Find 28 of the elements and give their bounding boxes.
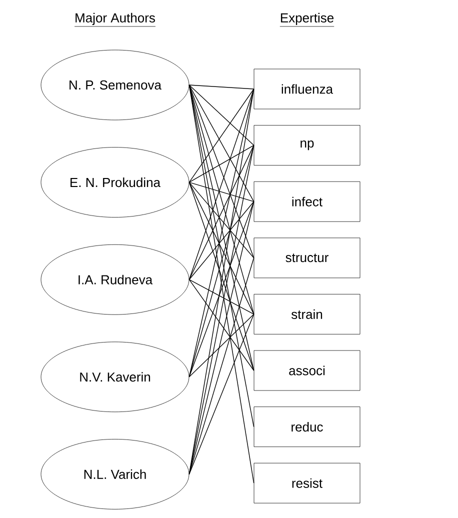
connector-line xyxy=(188,84,254,146)
topic-box: np xyxy=(254,125,360,166)
topic-box: influenza xyxy=(254,68,360,110)
connector-line xyxy=(188,84,254,315)
connector-line xyxy=(188,201,254,475)
connector-line xyxy=(188,84,254,90)
connector-line xyxy=(188,84,254,202)
topic-box: strain xyxy=(254,294,360,334)
connector-line xyxy=(188,144,254,183)
connector-line xyxy=(188,182,254,258)
connector-line xyxy=(188,182,254,202)
topic-box: resist xyxy=(254,462,360,504)
connector-line xyxy=(188,279,254,315)
topic-box: structur xyxy=(254,238,360,278)
column-heading: Expertise xyxy=(280,12,334,27)
connector-line xyxy=(188,144,254,378)
topic-box: reduc xyxy=(254,406,360,447)
connector-line xyxy=(188,314,254,378)
column-heading: Major Authors xyxy=(74,12,156,27)
connector-line xyxy=(188,144,254,280)
connector-line xyxy=(188,314,254,475)
topic-box: associ xyxy=(254,350,360,391)
topic-box: infect xyxy=(254,181,360,222)
connector-line xyxy=(188,88,254,183)
connector-line xyxy=(188,279,254,371)
connector-line xyxy=(188,182,254,315)
connector-line xyxy=(188,201,254,280)
connector-line xyxy=(188,258,254,475)
